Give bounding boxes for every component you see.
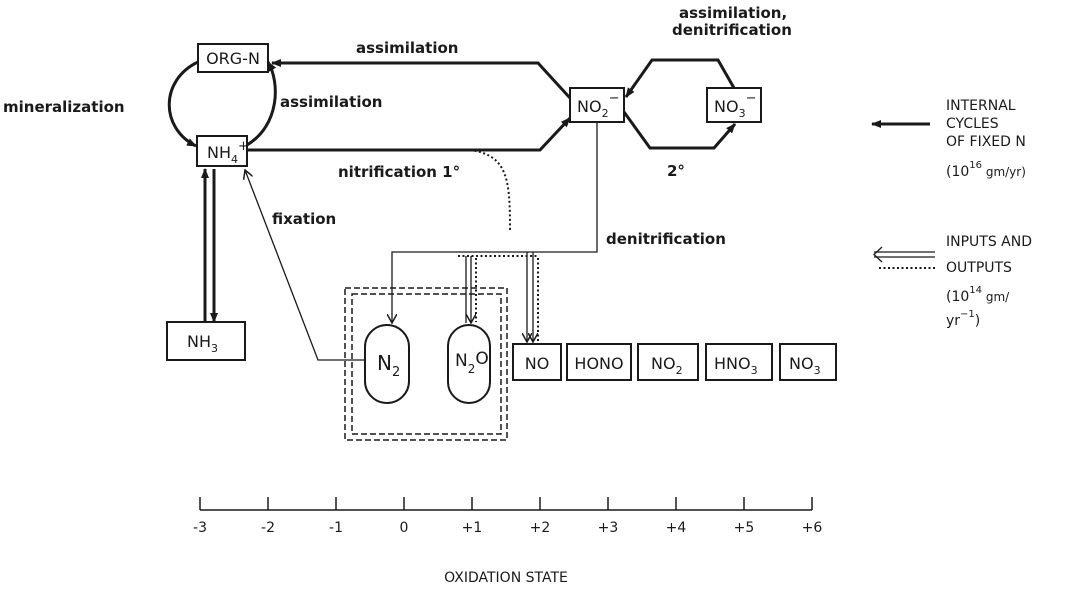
svg-text:NO3: NO3 [789, 354, 821, 377]
svg-text:N2: N2 [377, 351, 400, 380]
axis-tick-label: -2 [261, 520, 275, 536]
axis-ticks: -3 -2 -1 0 +1 +2 +3 +4 +5 +6 [193, 497, 822, 536]
arrow-assimilation-no2 [271, 59, 572, 100]
atmosphere-box-inner [351, 293, 502, 435]
svg-text:HNO3: HNO3 [714, 354, 758, 377]
node-no2-minus: NO2− [569, 87, 625, 123]
svg-text:NO2: NO2 [651, 354, 683, 377]
node-hno3: HNO3 [705, 343, 773, 381]
arrow-fixation [245, 170, 365, 361]
label-mineralization: mineralization [3, 98, 125, 116]
label-assimilation-denitrification-1: assimilation, [679, 4, 787, 22]
node-no3: NO3 [779, 343, 837, 381]
node-nh4: NH4+ [196, 135, 249, 167]
node-n2o: N2O [447, 324, 491, 404]
svg-text:(1016 gm/yr): (1016 gm/yr) [946, 160, 1026, 180]
svg-text:yr−1): yr−1) [946, 309, 980, 329]
internal-cycle-arrows [167, 58, 737, 323]
svg-text:ORG-N: ORG-N [206, 49, 260, 68]
svg-text:NO2−: NO2− [577, 91, 619, 120]
svg-text:CYCLES: CYCLES [946, 116, 999, 132]
arrow-nitrification [247, 116, 572, 152]
label-denitrification: denitrification [606, 230, 726, 248]
node-no: NO [512, 343, 562, 381]
arrow-secondary-nitrification [622, 111, 737, 150]
node-org-n: ORG-N [197, 43, 269, 73]
svg-text:NO3−: NO3− [714, 91, 756, 120]
svg-text:N2O: N2O [455, 349, 489, 376]
node-nh3: NH3 [166, 321, 246, 361]
legend-internal-cycles: INTERNAL CYCLES OF FIXED N (1016 gm/yr) [871, 98, 1026, 180]
arrow-no3-to-no2 [624, 58, 736, 98]
legend-inputs-outputs: INPUTS AND OUTPUTS (1014 gm/ yr−1) [873, 234, 1032, 329]
svg-text:INTERNAL: INTERNAL [946, 98, 1016, 114]
axis-tick-label: -1 [329, 520, 343, 536]
svg-text:INPUTS AND: INPUTS AND [946, 234, 1032, 250]
svg-text:HONO: HONO [574, 354, 623, 373]
arrow-dotted-nitrification [469, 149, 511, 231]
svg-text:NH4+: NH4+ [207, 139, 249, 166]
legend-double-arrow-icon [873, 246, 935, 263]
arrow-denitrification-n2 [392, 122, 598, 323]
svg-text:OUTPUTS: OUTPUTS [946, 260, 1012, 276]
axis-tick-label: +1 [462, 520, 483, 536]
axis-tick-label: +2 [530, 520, 551, 536]
axis-tick-label: +3 [598, 520, 619, 536]
axis-tick-label: 0 [400, 520, 409, 536]
label-secondary: 2° [667, 162, 685, 180]
label-assimilation-denitrification-2: denitrification [672, 21, 792, 39]
axis-tick-label: +4 [666, 520, 687, 536]
dotted-flux-arrows [458, 149, 539, 342]
arrow-mineralization [167, 60, 199, 148]
label-nitrification: nitrification 1° [338, 163, 460, 181]
svg-text:OF FIXED N: OF FIXED N [946, 134, 1026, 150]
label-fixation: fixation [272, 210, 336, 228]
arrow-assimilation-nh4 [246, 61, 277, 147]
atmosphere-box-outer [344, 287, 508, 441]
axis-tick-label: +5 [734, 520, 755, 536]
label-assimilation-mid: assimilation [280, 93, 382, 111]
axis-tick-label: -3 [193, 520, 207, 536]
svg-text:(1014 gm/: (1014 gm/ [946, 285, 1010, 305]
node-no2: NO2 [637, 343, 699, 381]
oxidation-state-axis: -3 -2 -1 0 +1 +2 +3 +4 +5 +6 OXIDATION STATE [193, 497, 822, 586]
svg-text:NH3: NH3 [187, 332, 218, 355]
node-n2: N2 [364, 324, 410, 404]
svg-text:NO: NO [525, 354, 550, 373]
node-no3-minus: NO3− [706, 87, 762, 123]
node-hono: HONO [566, 343, 632, 381]
label-assimilation-top: assimilation [356, 39, 458, 57]
flux-arrows [245, 122, 598, 361]
axis-tick-label: +6 [802, 520, 823, 536]
axis-title: OXIDATION STATE [444, 570, 568, 586]
